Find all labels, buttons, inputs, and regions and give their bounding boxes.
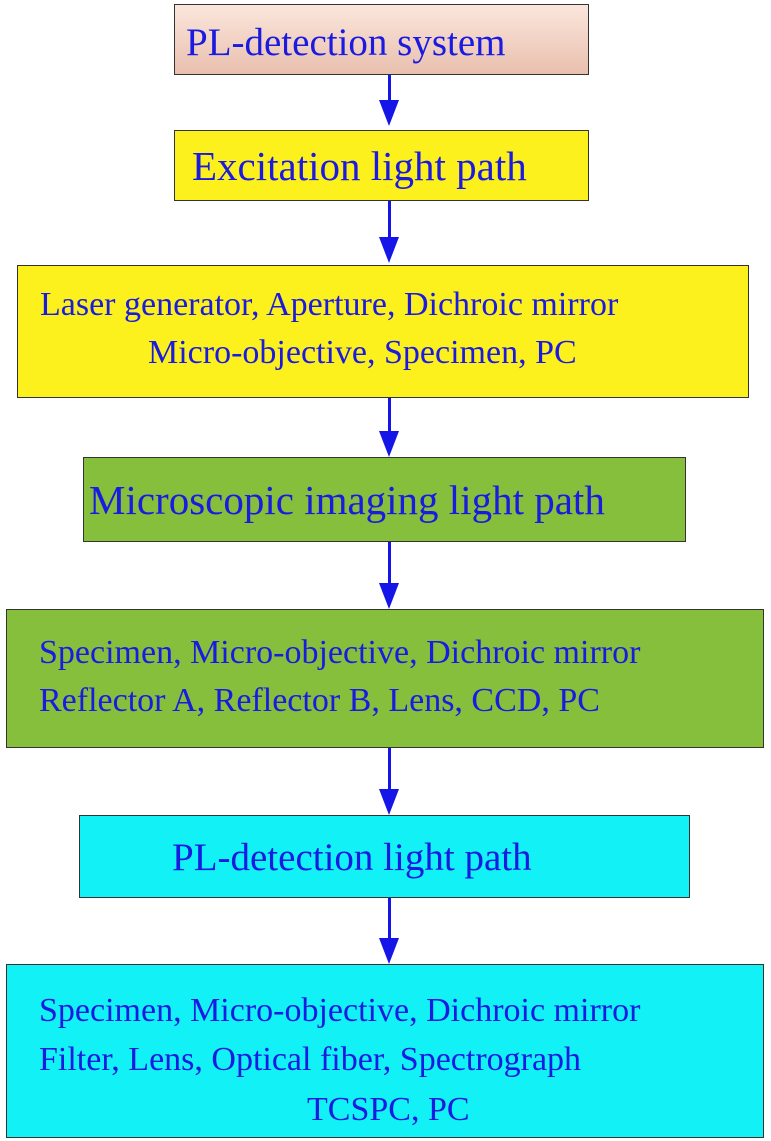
arrow-down <box>388 75 391 100</box>
box-excitation-light-path: Excitation light path <box>174 130 589 201</box>
box-text: Filter, Lens, Optical fiber, Spectrograp… <box>39 1041 582 1078</box>
arrow-down-head <box>379 100 399 126</box>
box-text: PL-detection light path <box>172 836 532 879</box>
box-text: Specimen, Micro-objective, Dichroic mirr… <box>39 634 641 671</box>
arrow-down <box>388 898 391 938</box>
arrow-down-head <box>379 583 399 609</box>
box-text: PL-detection system <box>186 21 506 64</box>
box-pl-detection-system: PL-detection system <box>174 4 589 75</box>
box-text: Excitation light path <box>192 143 527 189</box>
arrow-down-head <box>379 431 399 457</box>
arrow-down <box>388 748 391 789</box>
box-excitation-components: Laser generator, Aperture, Dichroic mirr… <box>17 265 749 398</box>
arrow-down <box>388 398 391 431</box>
box-text: Reflector A, Reflector B, Lens, CCD, PC <box>39 682 600 719</box>
arrow-down-head <box>379 938 399 964</box>
arrow-down-head <box>379 789 399 815</box>
arrow-down <box>388 542 391 583</box>
box-pl-detection-components: Specimen, Micro-objective, Dichroic mirr… <box>6 964 764 1138</box>
box-text: TCSPC, PC <box>307 1091 470 1128</box>
box-microscopic-imaging-light-path: Microscopic imaging light path <box>83 457 686 542</box>
arrow-down <box>388 201 391 237</box>
box-text: Laser generator, Aperture, Dichroic mirr… <box>40 286 619 323</box>
arrow-down-head <box>379 237 399 263</box>
box-text: Micro-objective, Specimen, PC <box>148 334 577 371</box>
box-text: Microscopic imaging light path <box>89 477 605 523</box>
box-text: Specimen, Micro-objective, Dichroic mirr… <box>39 992 641 1029</box>
box-pl-detection-light-path: PL-detection light path <box>79 815 690 898</box>
box-imaging-components: Specimen, Micro-objective, Dichroic mirr… <box>6 609 764 748</box>
